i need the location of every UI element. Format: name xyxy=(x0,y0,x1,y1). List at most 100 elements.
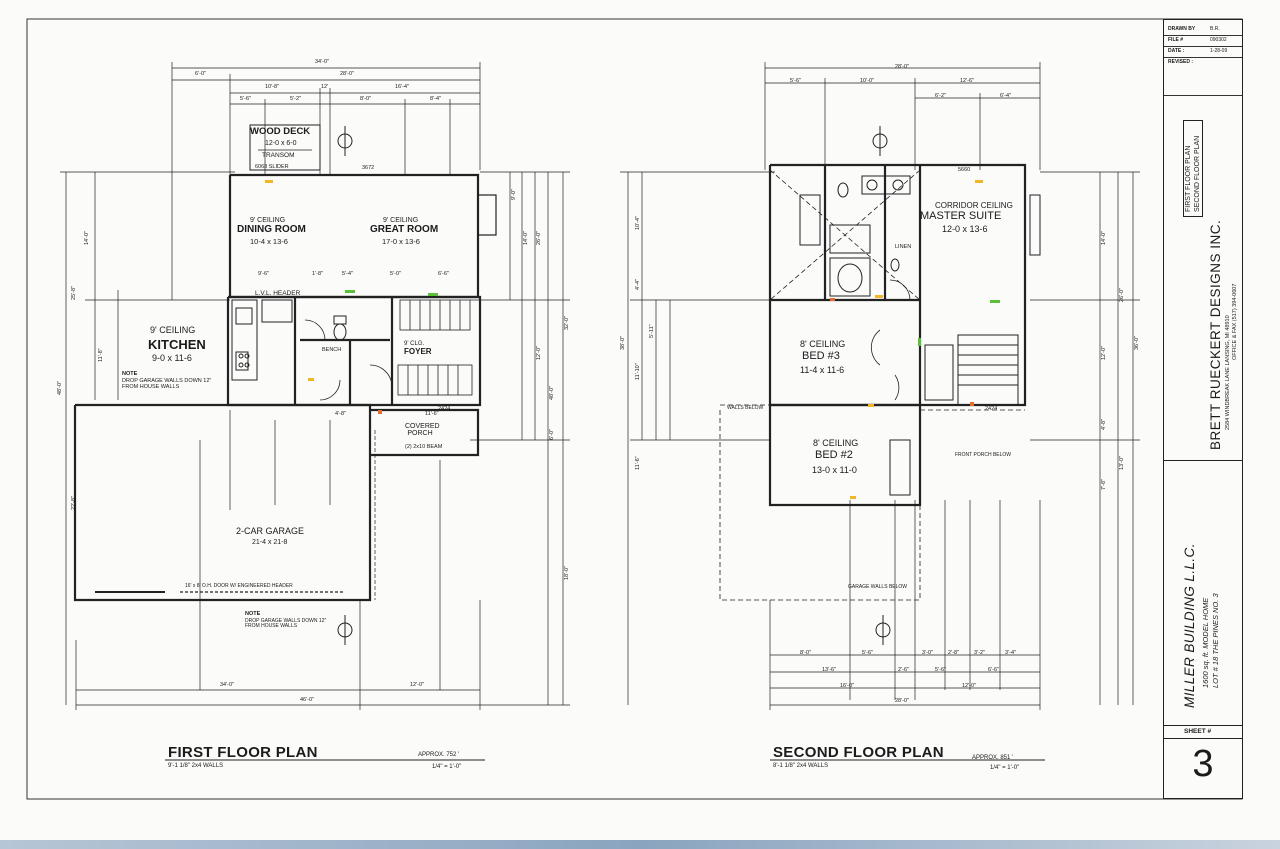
dim-bottom: 6'-6" xyxy=(988,667,999,673)
dim-bottom: 3'-2" xyxy=(974,650,985,656)
sheet-border xyxy=(26,18,1243,800)
dim-overall-width: 34'-0" xyxy=(315,59,330,65)
window-size-label: 3672 xyxy=(362,165,375,171)
stair-window-label: 2424 xyxy=(985,406,998,412)
kitchen-note-title: NOTE xyxy=(122,371,138,377)
master-suite-ceiling: CORRIDOR CEILING xyxy=(935,201,1013,210)
drawn-by-label: DRAWN BY xyxy=(1168,26,1196,32)
revised-row: REVISED : xyxy=(1164,57,1242,96)
dim-inner: 5'-0" xyxy=(390,271,401,277)
dim-inner: 9'-6" xyxy=(258,271,269,277)
title-block: DRAWN BY B.R. FILE # 090302 DATE : 1-28-… xyxy=(1163,19,1243,799)
bed3-ceiling: 8' CEILING xyxy=(800,339,846,349)
floor-below-outline xyxy=(719,169,1025,601)
file-row: FILE # 090302 xyxy=(1164,35,1242,47)
dim-right: 26'-0" xyxy=(1119,287,1125,302)
dim-inner: 4'-8" xyxy=(335,411,346,417)
first-floor-plan-title: FIRST FLOOR PLAN xyxy=(168,744,318,761)
dim-left: 5'-11" xyxy=(649,324,655,338)
dim-right: 4'-8" xyxy=(1101,419,1107,430)
first-floor-walls-note: 9'-1 1/8" 2x4 WALLS xyxy=(168,763,224,769)
dining-room-label: DINING ROOM xyxy=(237,224,306,235)
dim-bottom: 2'-6" xyxy=(898,667,909,673)
half-bath xyxy=(304,315,393,401)
designer-phone: OFFICE & FAX (517) 394-0607 xyxy=(1232,283,1238,360)
dim-right: 14'-0" xyxy=(523,230,529,245)
wood-deck-size: 12-0 x 6-0 xyxy=(265,140,297,147)
kitchen-size: 9-0 x 11-6 xyxy=(152,353,192,363)
second-floor-walls-note: 8'-1 1/8" 2x4 WALLS xyxy=(773,763,829,769)
master-bath-fixtures xyxy=(799,175,1041,496)
dim-left: 11'-8" xyxy=(98,348,104,362)
file-value: 090302 xyxy=(1210,37,1227,43)
sheet-number: 3 xyxy=(1192,743,1214,785)
garage-size: 21-4 x 21-8 xyxy=(252,539,288,546)
sheet-divider xyxy=(1164,725,1242,726)
date-label: DATE : xyxy=(1168,48,1185,54)
dim-bottom: 5'-6" xyxy=(935,667,946,673)
revised-label: REVISED : xyxy=(1168,59,1194,65)
designer-address: 2584 WINDBREAK LANE LANSING, MI 48910 xyxy=(1225,315,1231,430)
dim-right: 12'-0" xyxy=(536,345,542,360)
dim-right: 12'-0" xyxy=(1101,345,1107,360)
master-suite-size: 12-0 x 13-6 xyxy=(942,224,988,234)
dim-left: 25'-8" xyxy=(71,285,77,300)
wood-deck-label: WOOD DECK xyxy=(250,126,311,137)
sheet-label-row: SHEET # xyxy=(1164,725,1242,739)
dim-left: 11'-10" xyxy=(635,363,641,380)
client-divider xyxy=(1164,460,1242,461)
master-suite-label: MASTER SUITE xyxy=(920,210,1002,222)
dim-right: 26'-0" xyxy=(536,230,542,245)
front-porch-below-label: FRONT PORCH BELOW xyxy=(955,452,1012,458)
dim-right: 13'-0" xyxy=(1119,455,1125,470)
dim-bottom: 28'-0" xyxy=(895,698,910,704)
garage-details xyxy=(95,410,376,600)
project-name: 1600 sq. ft. MODEL HOME xyxy=(1201,597,1210,688)
second-floor-plan xyxy=(620,62,1140,710)
dim-bottom: 16'-0" xyxy=(840,683,855,689)
plans-box xyxy=(1183,120,1203,217)
dim-right: 18'-0" xyxy=(564,565,570,580)
dim-top: 12' xyxy=(321,84,329,90)
date-row: DATE : 1-28-09 xyxy=(1164,46,1242,58)
garage-note-text: DROP GARAGE WALLS DOWN 12" FROM HOUSE WA… xyxy=(245,618,327,629)
dim-left: 4'-4" xyxy=(635,279,641,290)
garage-label: 2-CAR GARAGE xyxy=(236,526,305,536)
slider-label: 6068 SLIDER xyxy=(255,164,289,170)
bench-label: BENCH xyxy=(322,347,342,353)
drawn-by-value: B.R. xyxy=(1210,26,1220,32)
dining-room-ceiling: 9' CEILING xyxy=(250,217,286,224)
bed3-size: 11-4 x 11-6 xyxy=(800,365,845,375)
kitchen-ceiling: 9' CEILING xyxy=(150,325,196,335)
second-floor-area: APPROX. 851 ' xyxy=(972,755,1014,761)
dim-left: 11'-6" xyxy=(635,456,641,470)
dim-bottom: 12'-0" xyxy=(962,683,977,689)
sheet-label: SHEET # xyxy=(1184,728,1212,735)
dim-left: 10'-4" xyxy=(635,215,641,230)
dim-top: 10'-8" xyxy=(265,84,280,90)
first-floor-scale: 1/4" = 1'-0" xyxy=(432,764,462,770)
dim-left: 22'-8" xyxy=(71,495,77,510)
second-floor-scale: 1/4" = 1'-0" xyxy=(990,765,1020,771)
second-floor-dimension-lines xyxy=(620,62,1140,710)
dim-right: 36'-0" xyxy=(1134,335,1140,350)
plan-name-second: SECOND FLOOR PLAN xyxy=(1194,135,1201,212)
dim-top: 6'-4" xyxy=(1000,93,1011,99)
dim-right: 7'-8" xyxy=(1101,479,1107,490)
dim-bottom: 3'-4" xyxy=(1005,650,1016,656)
dim-top: 6'-2" xyxy=(935,93,946,99)
dim-bottom: 5'-6" xyxy=(862,650,873,656)
first-floor-dimension-lines xyxy=(60,62,570,710)
lvl-header-label: L.V.L. HEADER xyxy=(255,290,301,297)
dim-left: 14'-0" xyxy=(84,230,90,245)
dim-top: 5'-6" xyxy=(790,78,801,84)
designer-panel: FIRST FLOOR PLAN SECOND FLOOR PLAN BRETT… xyxy=(1168,100,1238,455)
dim-top: 16'-4" xyxy=(395,84,410,90)
covered-porch-label: COVERED PORCH xyxy=(405,423,440,437)
porch-window-label: 2424 xyxy=(438,406,451,412)
garage-door-label: 16' x 8' O.H. DOOR W/ ENGINEERED HEADER xyxy=(185,583,293,589)
first-floor-plan xyxy=(60,62,570,710)
dim-bottom: 13'-6" xyxy=(822,667,837,673)
kitchen-note-text: DROP GARAGE WALLS DOWN 12" FROM HOUSE WA… xyxy=(122,378,212,390)
dim-inner: 5'-4" xyxy=(342,271,353,277)
